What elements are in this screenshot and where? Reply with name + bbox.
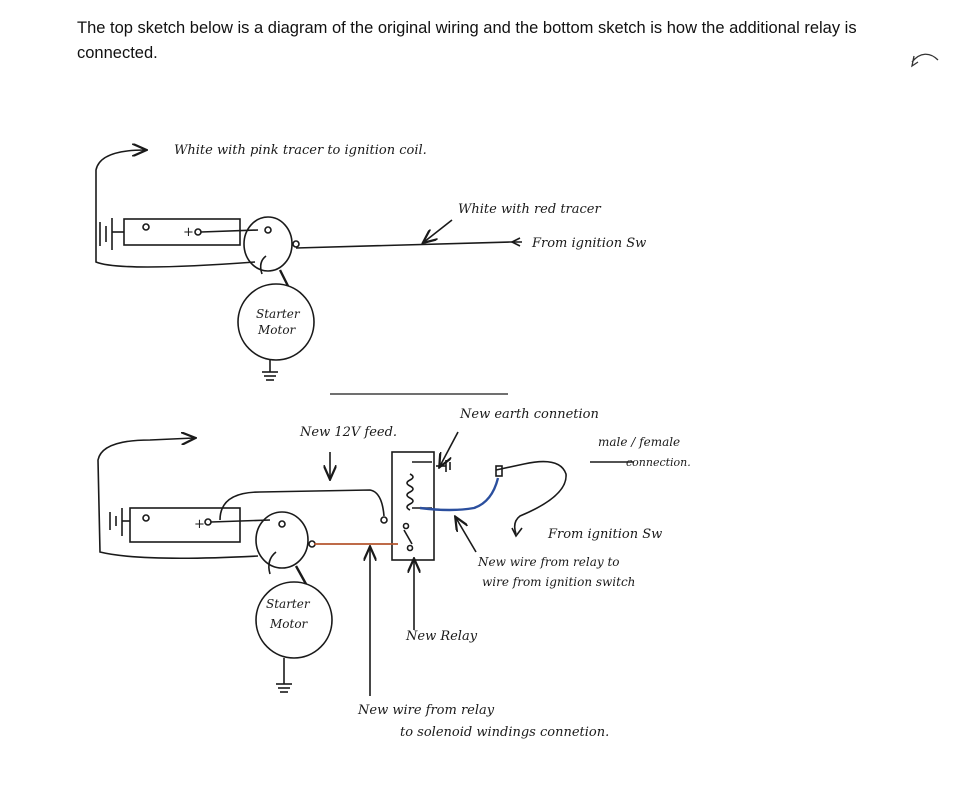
blue-wire-earth	[419, 477, 500, 512]
label-new-relay: New Relay	[405, 629, 478, 644]
top-coil-wire	[95, 150, 256, 268]
svg-text:+: +	[194, 517, 205, 532]
label-connector-1: male / female	[598, 435, 680, 449]
bottom-starter-motor	[255, 581, 333, 659]
bottom-labels: New 12V feed. New earth connetion male /…	[266, 407, 691, 740]
label-from-ign-sw: From ignition Sw	[547, 527, 662, 542]
top-battery: +	[99, 218, 241, 250]
label-new-wire-1: New wire from relay to	[477, 555, 620, 569]
bottom-starter-label-1: Starter	[266, 597, 311, 611]
label-solenoid-1: New wire from relay	[357, 703, 495, 718]
label-new-wire-2: wire from ignition switch	[482, 575, 635, 589]
top-label-from-ign: From ignition Sw	[531, 236, 646, 251]
top-starter-motor	[237, 283, 315, 361]
top-ign-wire	[295, 241, 522, 249]
svg-text:+: +	[183, 225, 194, 240]
new-relay	[391, 451, 435, 561]
label-new-earth: New earth connetion	[459, 407, 599, 422]
intro-paragraph: The top sketch below is a diagram of the…	[77, 19, 857, 62]
relay-coil	[406, 473, 414, 511]
top-starter-label-2: Motor	[257, 323, 297, 337]
top-label-red-tracer: White with red tracer	[458, 202, 601, 217]
top-starter-label-1: Starter	[256, 307, 301, 321]
corner-mark	[911, 53, 939, 68]
top-label-coil: White with pink tracer to ignition coil.	[174, 143, 427, 158]
label-connector-2: connection.	[626, 456, 691, 469]
bottom-coil-wire	[97, 438, 259, 560]
label-new-12v-feed: New 12V feed.	[299, 425, 397, 440]
top-solenoid	[243, 216, 293, 272]
bottom-solenoid	[255, 511, 309, 569]
new-12v-feed-wire	[219, 489, 385, 521]
top-labels: White with pink tracer to ignition coil.…	[174, 143, 646, 337]
bottom-starter-label-2: Motor	[269, 617, 309, 631]
top-sketch: +	[95, 150, 522, 381]
label-solenoid-2: to solenoid windings connetion.	[400, 725, 609, 740]
